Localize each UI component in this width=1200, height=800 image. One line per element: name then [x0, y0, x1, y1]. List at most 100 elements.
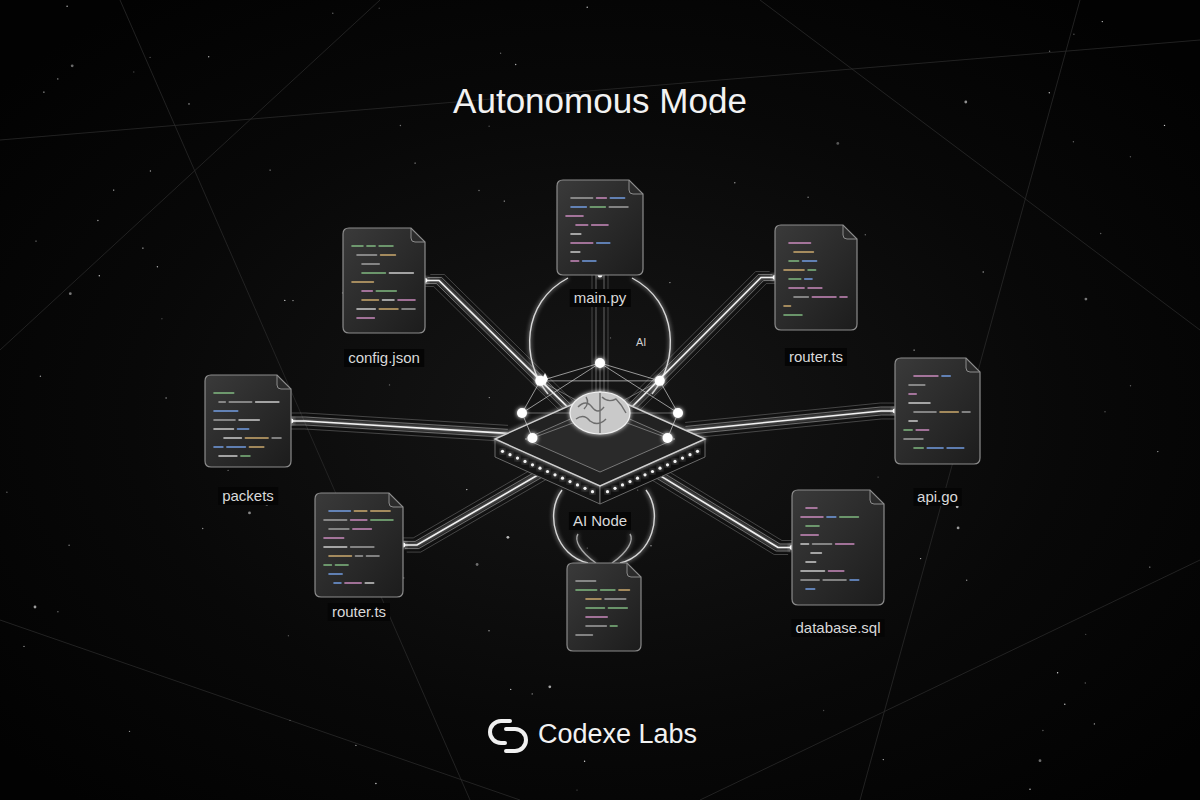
code-stroke: [362, 290, 372, 292]
chip-pin: [523, 460, 526, 463]
star: [113, 189, 114, 190]
code-stroke: [571, 206, 586, 208]
star: [66, 6, 67, 7]
star: [1104, 411, 1105, 412]
code-stroke: [353, 528, 371, 530]
star: [23, 646, 24, 647]
code-stroke: [601, 589, 615, 591]
code-stroke: [812, 296, 836, 298]
chip-pin: [546, 470, 549, 473]
star: [964, 101, 967, 104]
code-stroke: [352, 281, 373, 283]
star: [1042, 730, 1043, 731]
code-stroke: [827, 516, 836, 518]
card-fold: [411, 228, 425, 242]
file-card: main.py: [557, 180, 643, 275]
code-stroke: [609, 206, 628, 208]
code-stroke: [784, 305, 791, 307]
code-stroke: [229, 401, 251, 403]
star: [389, 384, 390, 385]
file-card: router.ts: [315, 493, 403, 597]
code-stroke: [571, 242, 593, 244]
star: [149, 57, 150, 58]
star: [466, 489, 467, 490]
star: [836, 142, 839, 145]
card-fold: [966, 358, 980, 372]
code-stroke: [576, 634, 592, 636]
code-stroke: [354, 510, 366, 512]
file-name: database.sql: [791, 619, 884, 637]
code-stroke: [811, 552, 821, 554]
star: [478, 190, 479, 191]
file-card: [315, 493, 403, 597]
chip-pin: [621, 483, 624, 486]
card-fold: [389, 493, 403, 507]
chip-pin: [696, 450, 699, 453]
star: [1130, 156, 1131, 157]
star: [379, 8, 380, 9]
star: [1100, 233, 1101, 234]
wire-loop: [530, 278, 568, 394]
chip-pin: [658, 467, 661, 470]
file-name: config.json: [344, 349, 424, 367]
file-card: [567, 563, 641, 651]
code-stroke: [801, 579, 819, 581]
file-name: router.ts: [785, 348, 847, 366]
star: [208, 56, 209, 57]
logo-icon: [486, 714, 530, 758]
card-drawing: [792, 490, 884, 605]
card-drawing: [343, 228, 425, 333]
chip-drawing: [495, 392, 705, 504]
code-stroke: [608, 607, 627, 609]
code-stroke: [586, 616, 607, 618]
star: [1085, 634, 1086, 635]
code-stroke: [789, 278, 801, 280]
code-stroke: [801, 534, 818, 536]
title: Autonomous Mode: [0, 80, 1200, 122]
star: [202, 528, 203, 529]
background-line: [0, 620, 520, 800]
star: [920, 558, 921, 559]
code-stroke: [355, 555, 362, 557]
code-stroke: [909, 384, 925, 386]
code-stroke: [586, 607, 604, 609]
network-link: [600, 363, 660, 381]
code-stroke: [962, 411, 970, 413]
star: [97, 220, 98, 221]
code-stroke: [801, 570, 824, 572]
star: [165, 397, 166, 398]
code-stroke: [914, 375, 938, 377]
card-drawing: [895, 358, 980, 464]
star: [269, 169, 270, 170]
brain-fold: [576, 416, 606, 423]
star: [1149, 566, 1150, 567]
code-stroke: [371, 519, 393, 521]
star: [669, 282, 670, 283]
wire-loop: [577, 534, 596, 563]
star: [507, 536, 510, 539]
star: [332, 13, 333, 14]
code-stroke: [219, 401, 225, 403]
star: [57, 611, 58, 612]
star: [1085, 298, 1088, 301]
code-stroke: [227, 446, 246, 448]
star: [99, 275, 100, 276]
code-stroke: [586, 598, 601, 600]
code-stroke: [324, 546, 347, 548]
code-stroke: [806, 507, 817, 509]
chip-pin: [531, 463, 534, 466]
wire: [422, 283, 564, 409]
logo-stroke: [490, 721, 510, 743]
code-stroke: [586, 625, 606, 627]
star: [43, 91, 44, 92]
star: [157, 266, 158, 267]
node-label: AI Node: [569, 512, 631, 530]
network-node: [517, 408, 527, 418]
star: [587, 7, 588, 8]
background-line: [0, 0, 380, 350]
chip-pin: [583, 487, 586, 490]
network-node: [673, 408, 683, 418]
star: [40, 376, 41, 377]
star: [35, 240, 36, 241]
star: [289, 720, 290, 721]
